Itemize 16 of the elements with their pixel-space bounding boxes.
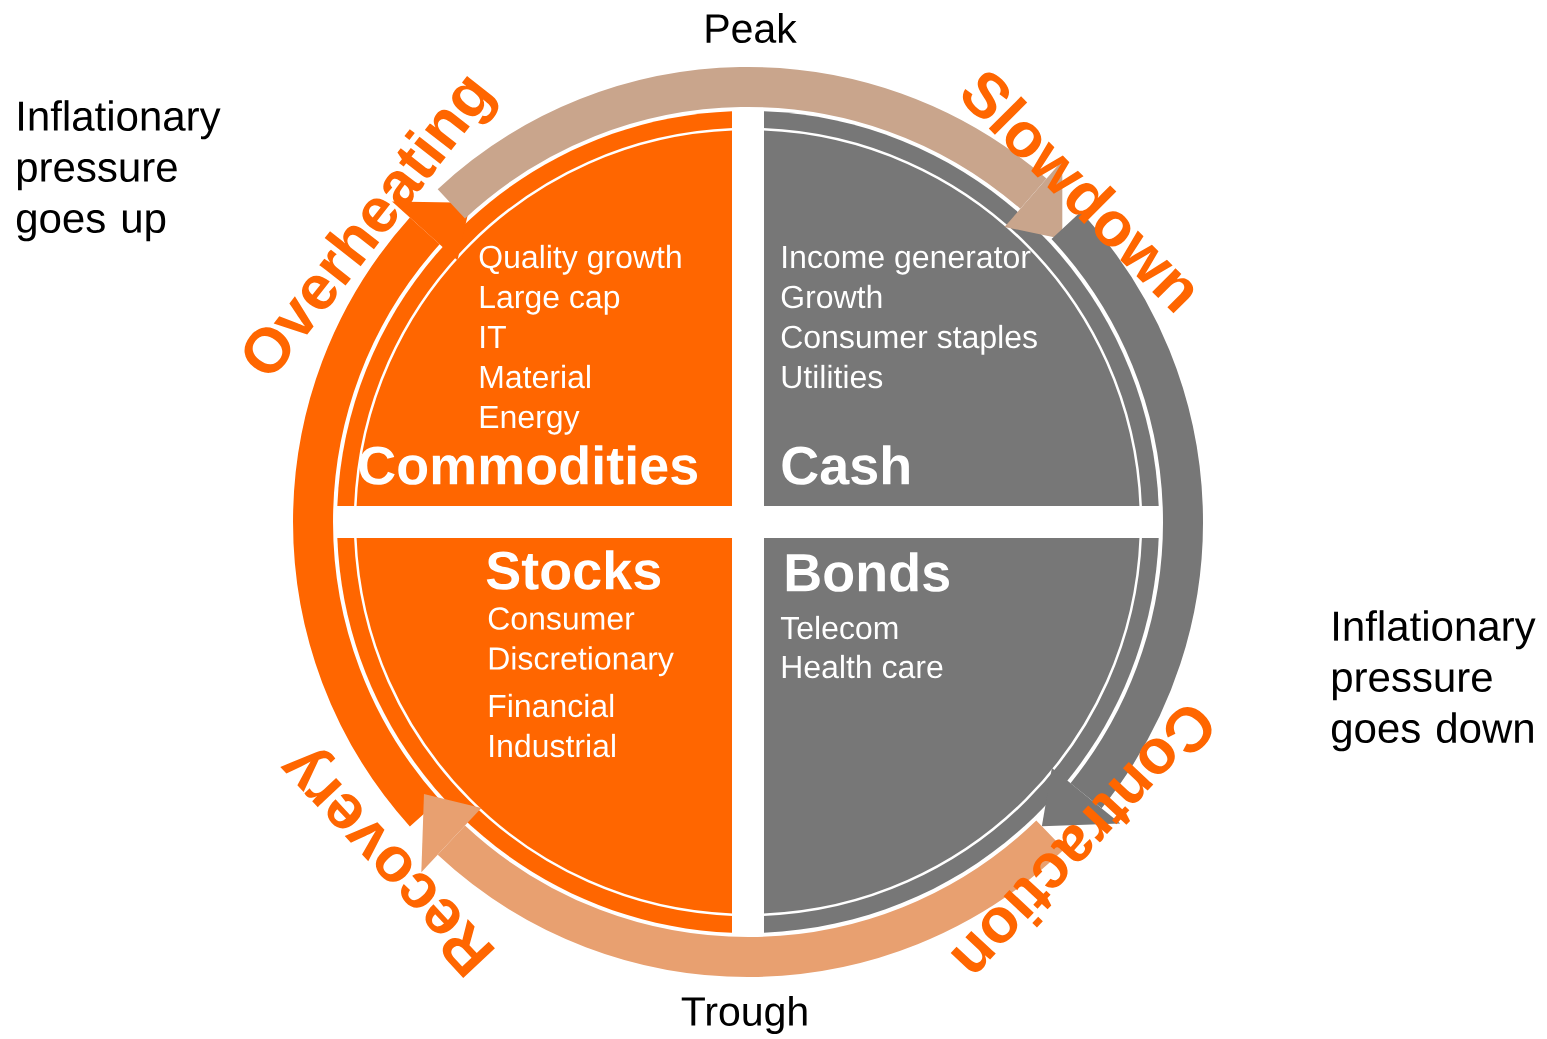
list-item: Utilities bbox=[782, 364, 883, 389]
list-item: Growth bbox=[781, 284, 882, 309]
list-item: Consumer Discretionary bbox=[488, 607, 674, 677]
panel-heading: Commodities bbox=[359, 445, 698, 485]
note-text: Inflationary pressure goes up bbox=[16, 100, 221, 242]
cycle-point-label: Trough bbox=[681, 995, 807, 1035]
list-item: Consumer staples bbox=[781, 324, 1037, 355]
list-item: Health care bbox=[782, 654, 943, 679]
cycle-point-label: Peak bbox=[706, 12, 797, 44]
panel-heading: Cash bbox=[782, 445, 909, 485]
panel-heading: Bonds bbox=[786, 552, 949, 592]
list-item: Financial bbox=[489, 693, 614, 718]
list-item: Energy bbox=[480, 406, 580, 435]
list-item: Telecom bbox=[780, 615, 898, 640]
panel-heading: Stocks bbox=[486, 550, 661, 590]
note-text: Inflationary pressure goes down bbox=[1331, 610, 1536, 752]
